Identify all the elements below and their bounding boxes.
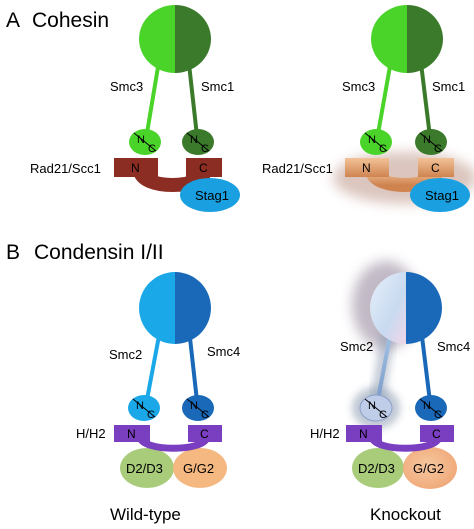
cohesin-hinge [139, 5, 211, 73]
ko-h-h2-label: H/H2 [310, 426, 340, 441]
smc1-label: Smc1 [201, 79, 234, 94]
smc1-head-n: N [190, 134, 198, 146]
ko-smc2-head-c: C [379, 409, 387, 421]
rad21-n-label: N [131, 161, 140, 175]
g-g2-label: G/G2 [183, 461, 214, 476]
ko-d2-d3-label: D2/D3 [358, 461, 395, 476]
ko-rad21-c-block [418, 158, 454, 177]
rad21-label: Rad21/Scc1 [30, 161, 101, 176]
ko-smc4-label: Smc4 [437, 339, 470, 354]
ko-rad21-n-label: N [362, 161, 371, 175]
panel-b-letter: B [6, 241, 20, 264]
condensin-wildtype: Smc2 Smc4 D2/D3 G/G2 N C N C N C H/H2 [76, 272, 240, 488]
h-h2-n-label: N [127, 427, 136, 441]
condensin-hinge [139, 272, 211, 344]
ko-smc4-head-n: N [423, 400, 431, 412]
ko-d2-d3-subunit [352, 448, 404, 488]
rad21-c-block [186, 158, 222, 177]
h-h2-n-block [114, 425, 150, 442]
g-g2-subunit [173, 448, 227, 488]
ko-smc1-head-c: C [434, 143, 442, 155]
cohesin-wildtype: Smc3 Smc1 N C N C N C Stag1 Rad21/Scc1 [30, 5, 240, 212]
ko-smc4-head-c: C [434, 409, 442, 421]
smc4-head-c: C [201, 409, 209, 421]
smc4-head-n: N [190, 400, 198, 412]
smc4-label: Smc4 [207, 344, 240, 359]
ko-smc1-head-n: N [423, 134, 431, 146]
smc2-head-c: C [147, 409, 155, 421]
panel-a-title: Cohesin [32, 9, 109, 32]
ko-smc1-label: Smc1 [432, 79, 465, 94]
rad21-c-label: C [199, 161, 208, 175]
ko-smc3-head-n: N [368, 134, 376, 146]
panel-a-letter: A [6, 9, 20, 32]
ko-stag1-label: Stag1 [425, 188, 459, 203]
ko-smc2-head-n: N [368, 400, 376, 412]
ko-h-h2-c-label: C [432, 427, 441, 441]
stag1-subunit [180, 178, 240, 212]
ko-cohesin-hinge [371, 5, 443, 73]
ko-h-h2-n-label: N [359, 427, 368, 441]
ko-smc3-head-c: C [379, 143, 387, 155]
ko-g-g2-label: G/G2 [413, 461, 444, 476]
ko-stag1-subunit [410, 178, 470, 212]
cohesin-knockout: Smc3 Smc1 N C N C N C Stag1 Rad21/Scc1 [262, 5, 474, 212]
d2-d3-label: D2/D3 [126, 461, 163, 476]
smc3-label: Smc3 [110, 79, 143, 94]
d2-d3-subunit [120, 448, 174, 488]
h-h2-c-block [188, 425, 222, 442]
smc2-label: Smc2 [109, 347, 142, 362]
knockout-label: Knockout [370, 505, 441, 524]
ko-rad21-c-label: C [431, 161, 440, 175]
panel-b-title: Condensin I/II [34, 241, 164, 264]
ko-condensin-hinge [370, 272, 442, 344]
h-h2-c-label: C [200, 427, 209, 441]
ko-rad21-n-block [345, 158, 389, 177]
smc2-head-n: N [136, 400, 144, 412]
smc3-head-n: N [137, 134, 145, 146]
ko-rad21-label: Rad21/Scc1 [262, 161, 333, 176]
ko-g-g2-subunit [403, 447, 457, 489]
ko-smc2-label: Smc2 [340, 339, 373, 354]
ko-smc3-label: Smc3 [342, 79, 375, 94]
h-h2-label: H/H2 [76, 426, 106, 441]
ko-h-h2-c-block [420, 425, 454, 442]
smc1-head-c: C [201, 143, 209, 155]
smc3-head-c: C [148, 143, 156, 155]
condensin-knockout: Smc2 Smc4 D2/D3 G/G2 N C N C N C H/H2 [310, 261, 470, 489]
ko-h-h2-n-block [346, 425, 382, 442]
wildtype-label: Wild-type [110, 505, 181, 524]
rad21-n-block [114, 158, 158, 177]
stag1-label: Stag1 [195, 188, 229, 203]
